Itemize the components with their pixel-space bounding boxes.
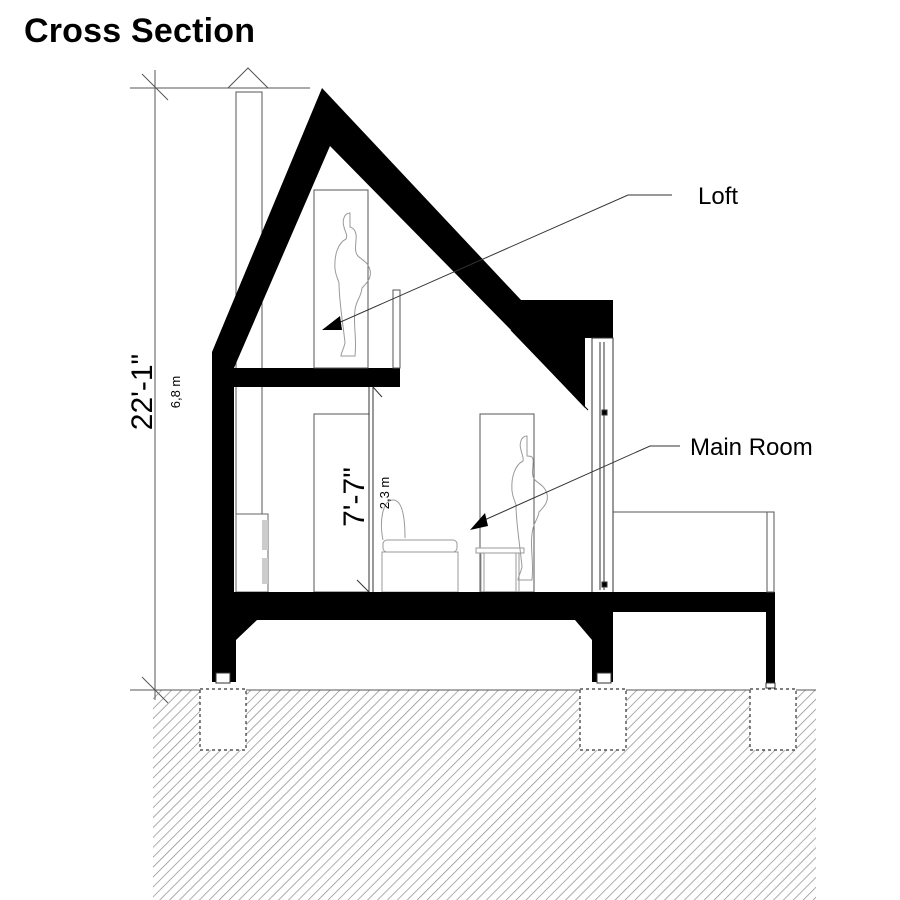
main-door — [479, 413, 535, 593]
page-title: Cross Section — [24, 12, 256, 50]
right-wall-glazing — [591, 337, 614, 595]
main-room-label: Main Room — [690, 434, 813, 461]
loft-label: Loft — [698, 183, 738, 210]
overall-height-imperial: 22'-1" — [126, 354, 159, 430]
footing-pads — [215, 672, 776, 689]
ceiling-height-metric: 2,3 m — [377, 477, 392, 510]
ceiling-line — [510, 329, 589, 411]
loft-person-figure — [334, 212, 371, 357]
stove — [235, 513, 269, 593]
loft-railing — [392, 289, 401, 369]
ground — [130, 689, 816, 900]
floor-structure — [212, 592, 775, 684]
overall-height-dimension — [130, 70, 310, 704]
loft-leader — [322, 194, 672, 330]
deck-railing — [613, 511, 775, 593]
overall-height-metric: 6,8 m — [168, 376, 183, 409]
armchair — [380, 499, 459, 593]
side-table — [475, 547, 525, 592]
roof-structure — [212, 88, 613, 595]
footings — [199, 688, 797, 751]
main-room-leader — [470, 445, 680, 530]
ceiling-height-imperial: 7'-7" — [338, 467, 371, 527]
loft-closet — [313, 189, 369, 369]
main-person-figure — [511, 435, 548, 581]
